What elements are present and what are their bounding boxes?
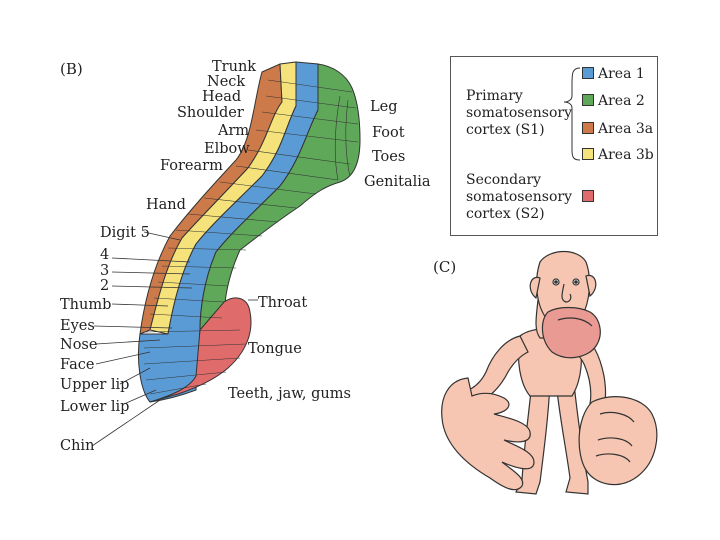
legend-primary-line-1: Primary — [466, 88, 523, 104]
swatch-s2 — [582, 190, 594, 202]
area-2-region — [199, 63, 361, 331]
legend-primary-line-3: cortex (S1) — [466, 122, 545, 138]
label-face: Face — [60, 357, 95, 373]
label-digit-2: 2 — [100, 278, 110, 294]
swatch-area-2 — [582, 94, 594, 106]
label-head: Head — [202, 89, 242, 105]
label-shoulder: Shoulder — [177, 105, 244, 121]
legend-primary-line-2: somatosensory — [466, 105, 572, 121]
label-thumb: Thumb — [60, 297, 112, 313]
legend-area-2: Area 2 — [598, 93, 645, 109]
label-teeth-jaw-gums: Teeth, jaw, gums — [228, 386, 351, 402]
label-chin: Chin — [60, 438, 95, 454]
swatch-area-3b — [582, 148, 594, 160]
label-eyes: Eyes — [60, 318, 95, 334]
legend-bracket — [563, 67, 581, 161]
label-forearm: Forearm — [160, 158, 223, 174]
legend-area-3a: Area 3a — [598, 121, 654, 137]
label-elbow: Elbow — [204, 141, 250, 157]
label-upper-lip: Upper lip — [60, 377, 130, 393]
legend-secondary-line-2: somatosensory — [466, 189, 572, 205]
homunculus-figure — [441, 250, 658, 495]
legend-secondary-line-1: Secondary — [466, 172, 542, 188]
panel-b-letter: (B) — [60, 60, 83, 78]
label-digit-3: 3 — [100, 263, 110, 279]
strip-grid-lines — [143, 79, 359, 395]
label-arm: Arm — [218, 123, 250, 139]
s2-region — [149, 297, 252, 403]
label-neck: Neck — [207, 74, 246, 90]
swatch-area-1 — [582, 67, 594, 79]
label-toes: Toes — [372, 149, 406, 165]
label-pointer-lines — [91, 231, 258, 447]
legend-area-1: Area 1 — [598, 66, 645, 82]
label-nose: Nose — [60, 337, 98, 353]
legend-area-3b: Area 3b — [598, 147, 654, 163]
label-genitalia: Genitalia — [364, 174, 431, 190]
label-lower-lip: Lower lip — [60, 399, 130, 415]
label-digit-5: Digit 5 — [100, 225, 150, 241]
label-throat: Throat — [258, 295, 308, 311]
label-hand: Hand — [146, 197, 186, 213]
swatch-area-3a — [582, 122, 594, 134]
legend-box — [450, 56, 658, 236]
panel-c-letter: (C) — [433, 258, 457, 276]
label-trunk: Trunk — [212, 59, 257, 75]
label-leg: Leg — [370, 99, 398, 115]
label-tongue: Tongue — [248, 341, 302, 357]
label-foot: Foot — [372, 125, 405, 141]
legend-secondary-line-3: cortex (S2) — [466, 206, 545, 222]
label-digit-4: 4 — [100, 247, 110, 263]
